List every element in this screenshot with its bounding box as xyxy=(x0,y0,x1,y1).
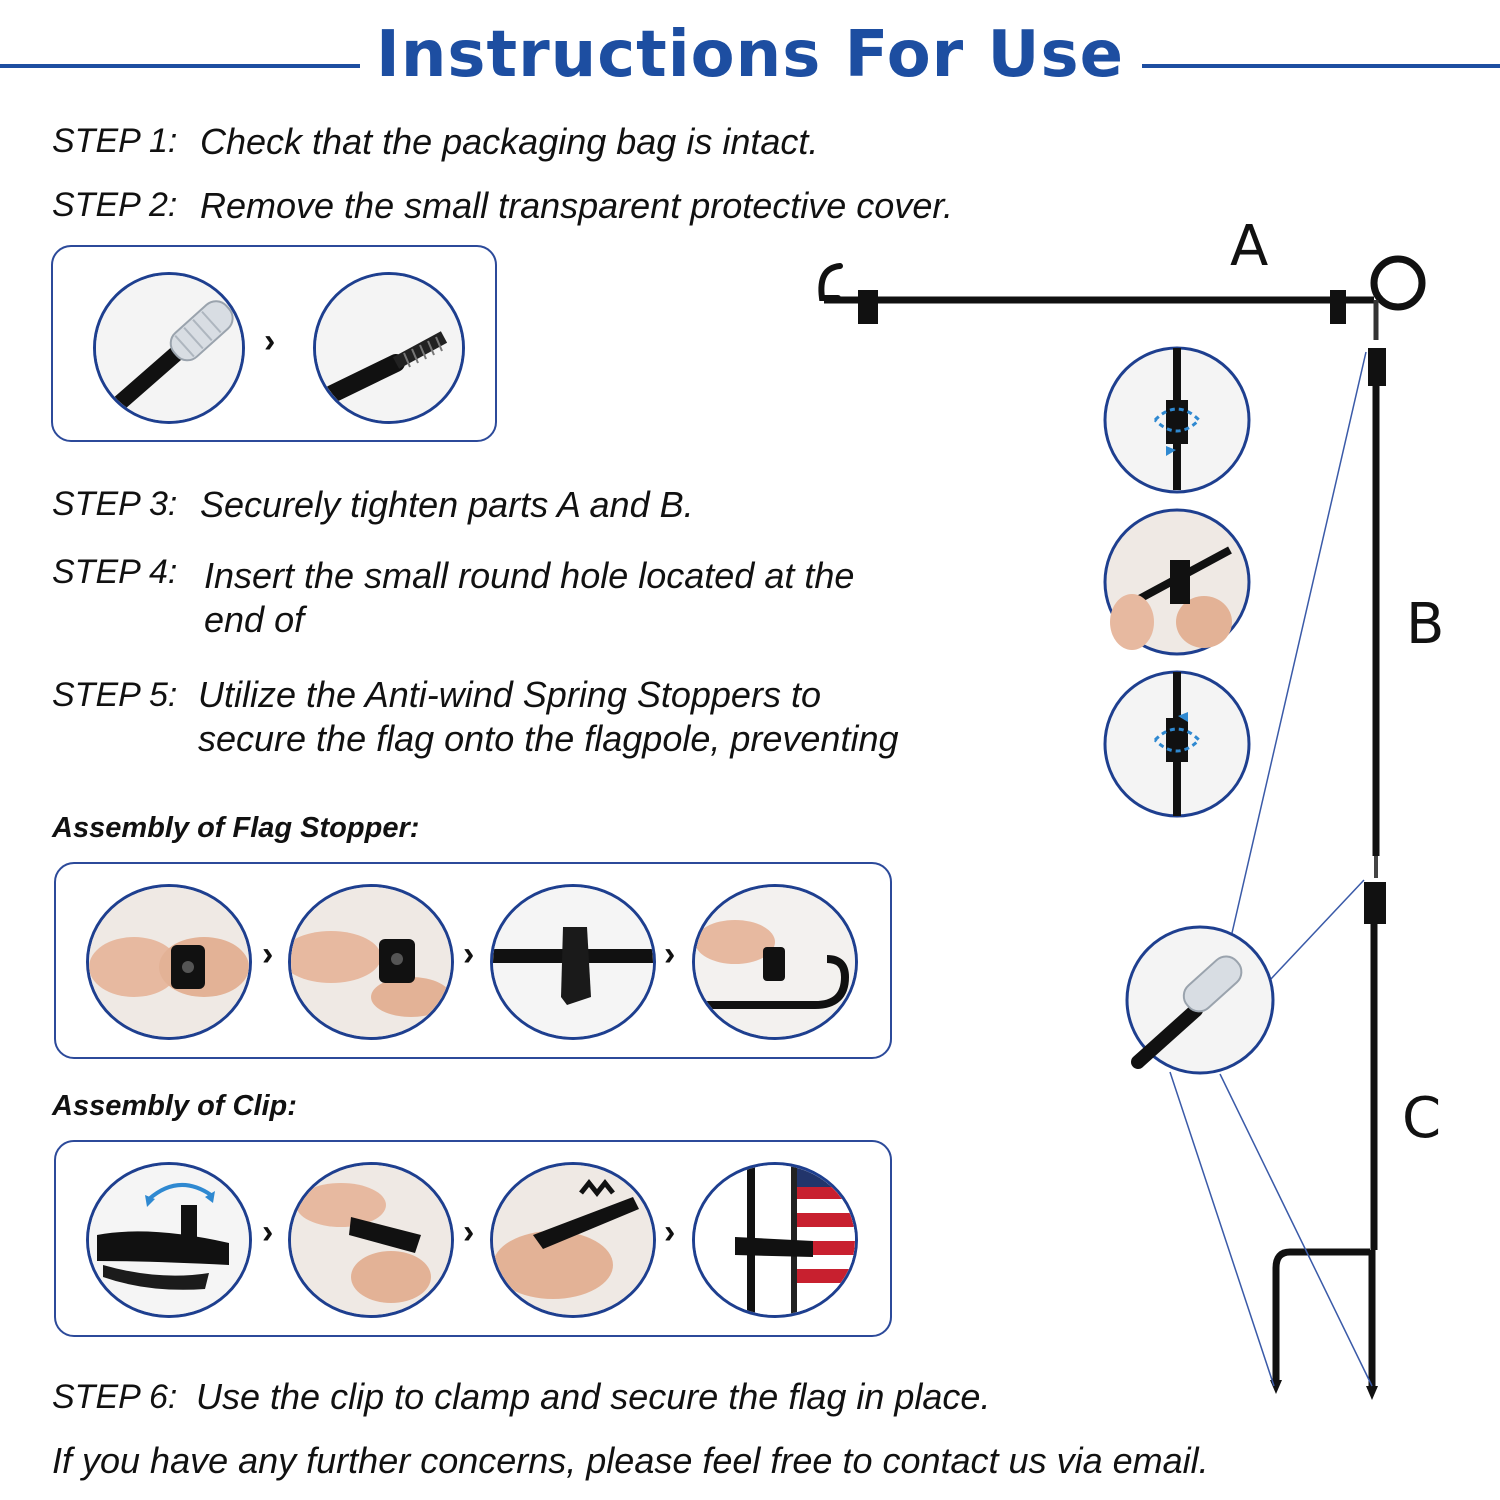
step-1-label: STEP 1: xyxy=(52,122,178,160)
chevron-icon: › xyxy=(664,935,676,973)
clip-heading: Assembly of Clip: xyxy=(52,1090,297,1122)
chevron-icon: › xyxy=(463,1213,475,1251)
contact-note: If you have any further concerns, please… xyxy=(52,1440,1209,1481)
step-4-label: STEP 4: xyxy=(52,553,178,591)
page-title: Instructions For Use xyxy=(376,18,1124,92)
step-2-text: Remove the small transparent protective … xyxy=(200,185,953,226)
step-1-text: Check that the packaging bag is intact. xyxy=(200,121,819,162)
chevron-icon: › xyxy=(262,935,274,973)
step-4-text-line2: end of xyxy=(204,599,305,640)
step-5-text-line2: secure the flag onto the flagpole, preve… xyxy=(198,718,899,759)
clip-step-3-image xyxy=(490,1162,656,1318)
title-rule-left xyxy=(0,64,360,68)
step-4-text-line1: Insert the small round hole located at t… xyxy=(204,555,855,596)
stopper-step-3-image xyxy=(490,884,656,1040)
tighten-detail-1-image xyxy=(1103,346,1251,494)
stopper-step-4-image xyxy=(692,884,858,1040)
step-5-text-line1: Utilize the Anti-wind Spring Stoppers to xyxy=(198,674,821,715)
part-b-label: B xyxy=(1406,592,1445,657)
step-6-text: Use the clip to clamp and secure the fla… xyxy=(196,1376,991,1417)
chevron-icon: › xyxy=(262,1213,274,1251)
clip-step-1-image xyxy=(86,1162,252,1318)
step-3-label: STEP 3: xyxy=(52,485,178,523)
step-6-label: STEP 6: xyxy=(52,1378,178,1416)
tighten-detail-2-image xyxy=(1103,508,1251,656)
chevron-icon: › xyxy=(463,935,475,973)
stopper-step-1-image xyxy=(86,884,252,1040)
clip-step-2-image xyxy=(288,1162,454,1318)
stopper-step-2-image xyxy=(288,884,454,1040)
part-c-label: C xyxy=(1402,1086,1442,1151)
covered-rod-image xyxy=(93,272,245,424)
protective-cover-detail-image xyxy=(1125,925,1275,1075)
title-rule-right xyxy=(1142,64,1500,68)
chevron-icon: › xyxy=(664,1213,676,1251)
flag-stopper-heading: Assembly of Flag Stopper: xyxy=(52,812,420,844)
step-3-text: Securely tighten parts A and B. xyxy=(200,484,694,525)
step-5-label: STEP 5: xyxy=(52,676,178,714)
chevron-icon: › xyxy=(264,322,276,360)
tighten-detail-3-image xyxy=(1103,670,1251,818)
step-2-label: STEP 2: xyxy=(52,186,178,224)
threaded-rod-image xyxy=(313,272,465,424)
part-a-label: A xyxy=(1230,214,1269,279)
